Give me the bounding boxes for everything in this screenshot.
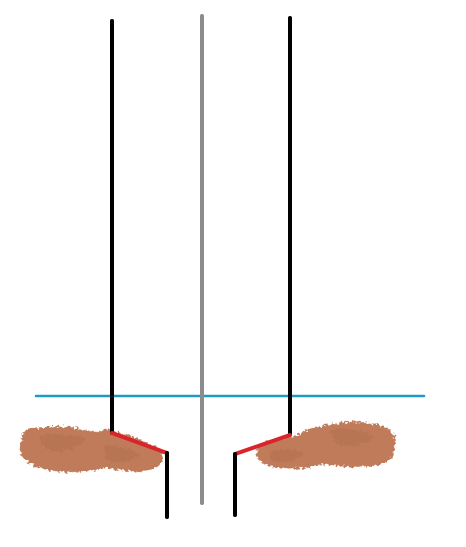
left-patch	[20, 426, 163, 473]
right-patch	[256, 421, 396, 469]
left-bent-segment	[110, 431, 169, 455]
right-bent-segment	[233, 433, 292, 456]
